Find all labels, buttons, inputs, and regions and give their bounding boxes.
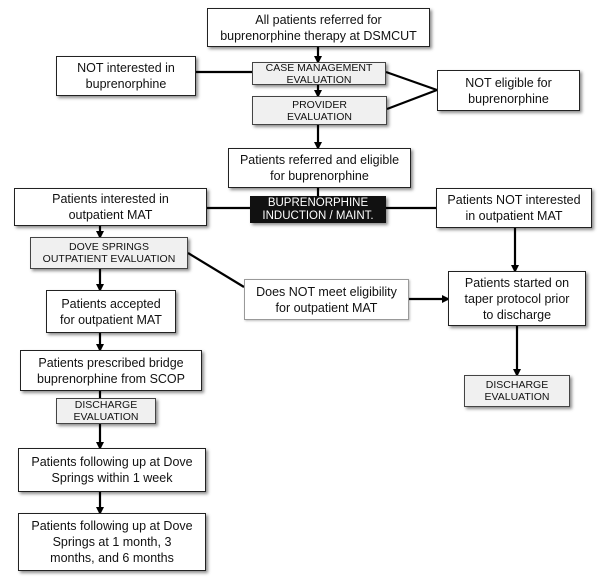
node-followup-1-week: Patients following up at Dove Springs wi… (18, 448, 206, 492)
node-not-eligible-buprenorphine: NOT eligible for buprenorphine (437, 70, 580, 111)
node-buprenorphine-induction: BUPRENORPHINE INDUCTION / MAINT. (250, 196, 386, 223)
node-not-interested-outpatient: Patients NOT interested in outpatient MA… (436, 188, 592, 228)
node-dove-springs-evaluation: DOVE SPRINGS OUTPATIENT EVALUATION (30, 237, 188, 269)
node-provider-evaluation: PROVIDER EVALUATION (252, 96, 387, 125)
node-bridge-buprenorphine: Patients prescribed bridge buprenorphine… (20, 350, 202, 391)
connector-case-to-not-eligible (385, 70, 438, 92)
node-accepted-outpatient: Patients accepted for outpatient MAT (46, 290, 176, 333)
node-discharge-evaluation-left: DISCHARGE EVALUATION (56, 398, 156, 424)
node-referred-eligible: Patients referred and eligible for bupre… (228, 148, 411, 188)
node-taper-protocol: Patients started on taper protocol prior… (448, 271, 586, 326)
node-followup-months: Patients following up at Dove Springs at… (18, 513, 206, 571)
connector-provider-to-not-eligible (386, 88, 438, 111)
node-not-meet-eligibility: Does NOT meet eligibility for outpatient… (244, 279, 409, 320)
node-all-patients: All patients referred for buprenorphine … (207, 8, 430, 47)
node-interested-outpatient: Patients interested in outpatient MAT (14, 188, 207, 226)
node-not-interested-buprenorphine: NOT interested in buprenorphine (56, 56, 196, 96)
connector-dove-to-not-meet (187, 252, 245, 288)
node-discharge-evaluation-right: DISCHARGE EVALUATION (464, 375, 570, 407)
node-case-management-evaluation: CASE MANAGEMENT EVALUATION (252, 62, 386, 86)
